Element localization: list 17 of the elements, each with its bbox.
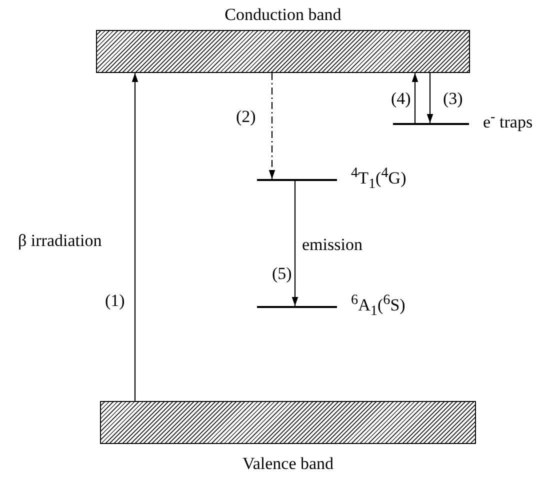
arrow <box>268 73 276 179</box>
arrow <box>132 73 138 401</box>
band-label: Conduction band <box>224 6 342 23</box>
edge-label: (5) <box>272 265 292 282</box>
band-label: Valence band <box>242 455 334 472</box>
edge-label: (4) <box>391 90 411 107</box>
arrow <box>412 73 418 123</box>
edge-label: (2) <box>236 108 256 125</box>
level-label: e$^{-}$ traps <box>483 110 533 131</box>
annotation-text: emission <box>302 236 362 253</box>
arrow <box>426 73 434 123</box>
level-label: $^{4}$T$_{1}$($^{4}$G) <box>351 166 406 192</box>
level-label: $^{6}$A$_{1}$($^{6}$S) <box>351 293 406 318</box>
edge-label: (1) <box>105 292 125 309</box>
annotation-text: β irradiation <box>18 232 102 249</box>
arrow <box>292 181 298 306</box>
edge-label: (3) <box>443 90 463 107</box>
